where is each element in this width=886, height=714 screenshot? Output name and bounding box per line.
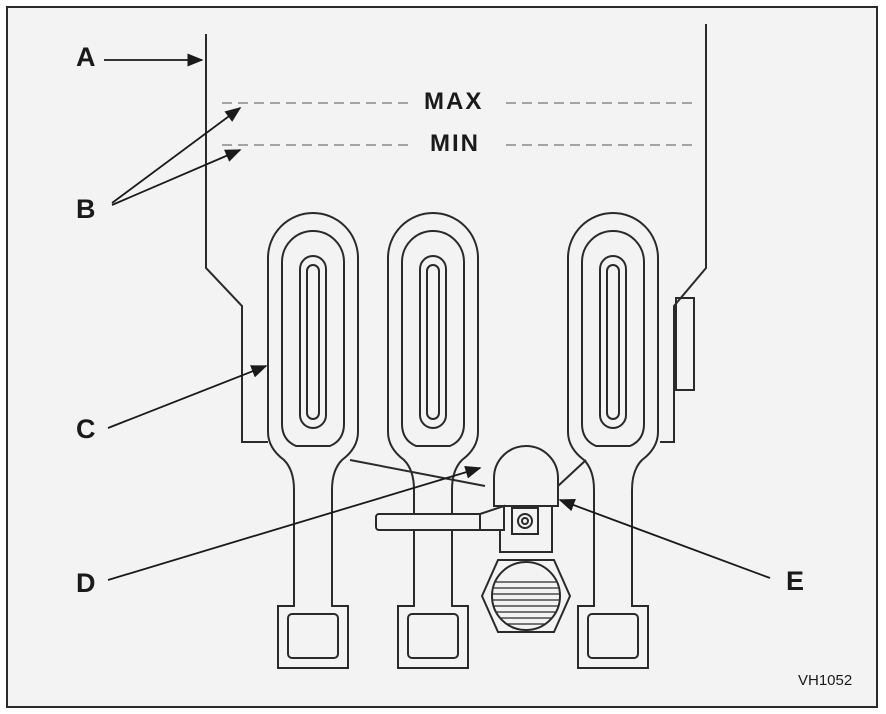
valve-thread	[491, 561, 561, 631]
label-e: E	[786, 566, 805, 596]
label-a: A	[76, 42, 96, 72]
diagram-frame	[6, 6, 878, 708]
valve-handle-bend	[479, 504, 505, 531]
valve-nut	[511, 507, 539, 535]
min-label: MIN	[430, 130, 480, 157]
side-tab	[675, 297, 695, 391]
valve-dome	[493, 445, 559, 507]
arrow-e	[558, 499, 771, 579]
arrow-b-upper	[111, 107, 242, 204]
valve-thread-lines	[493, 581, 559, 625]
leader-arrows	[104, 53, 771, 581]
arrow-b-lower	[111, 149, 242, 206]
label-d: D	[76, 568, 96, 598]
figure-id: VH1052	[798, 672, 853, 689]
label-c: C	[76, 414, 96, 444]
heating-element-2	[387, 212, 479, 669]
heating-element-3	[567, 212, 659, 669]
max-label: MAX	[424, 88, 484, 115]
tank-left-wall	[205, 34, 268, 443]
label-b: B	[76, 194, 96, 224]
tank-right-wall	[660, 24, 707, 443]
drain-valve	[375, 445, 572, 633]
tank-body	[205, 24, 707, 487]
tank-floor-right	[557, 459, 587, 487]
arrow-c	[107, 365, 268, 429]
arrow-d	[107, 465, 482, 581]
heating-element-1	[267, 212, 359, 669]
tank-floor-left	[349, 459, 486, 487]
